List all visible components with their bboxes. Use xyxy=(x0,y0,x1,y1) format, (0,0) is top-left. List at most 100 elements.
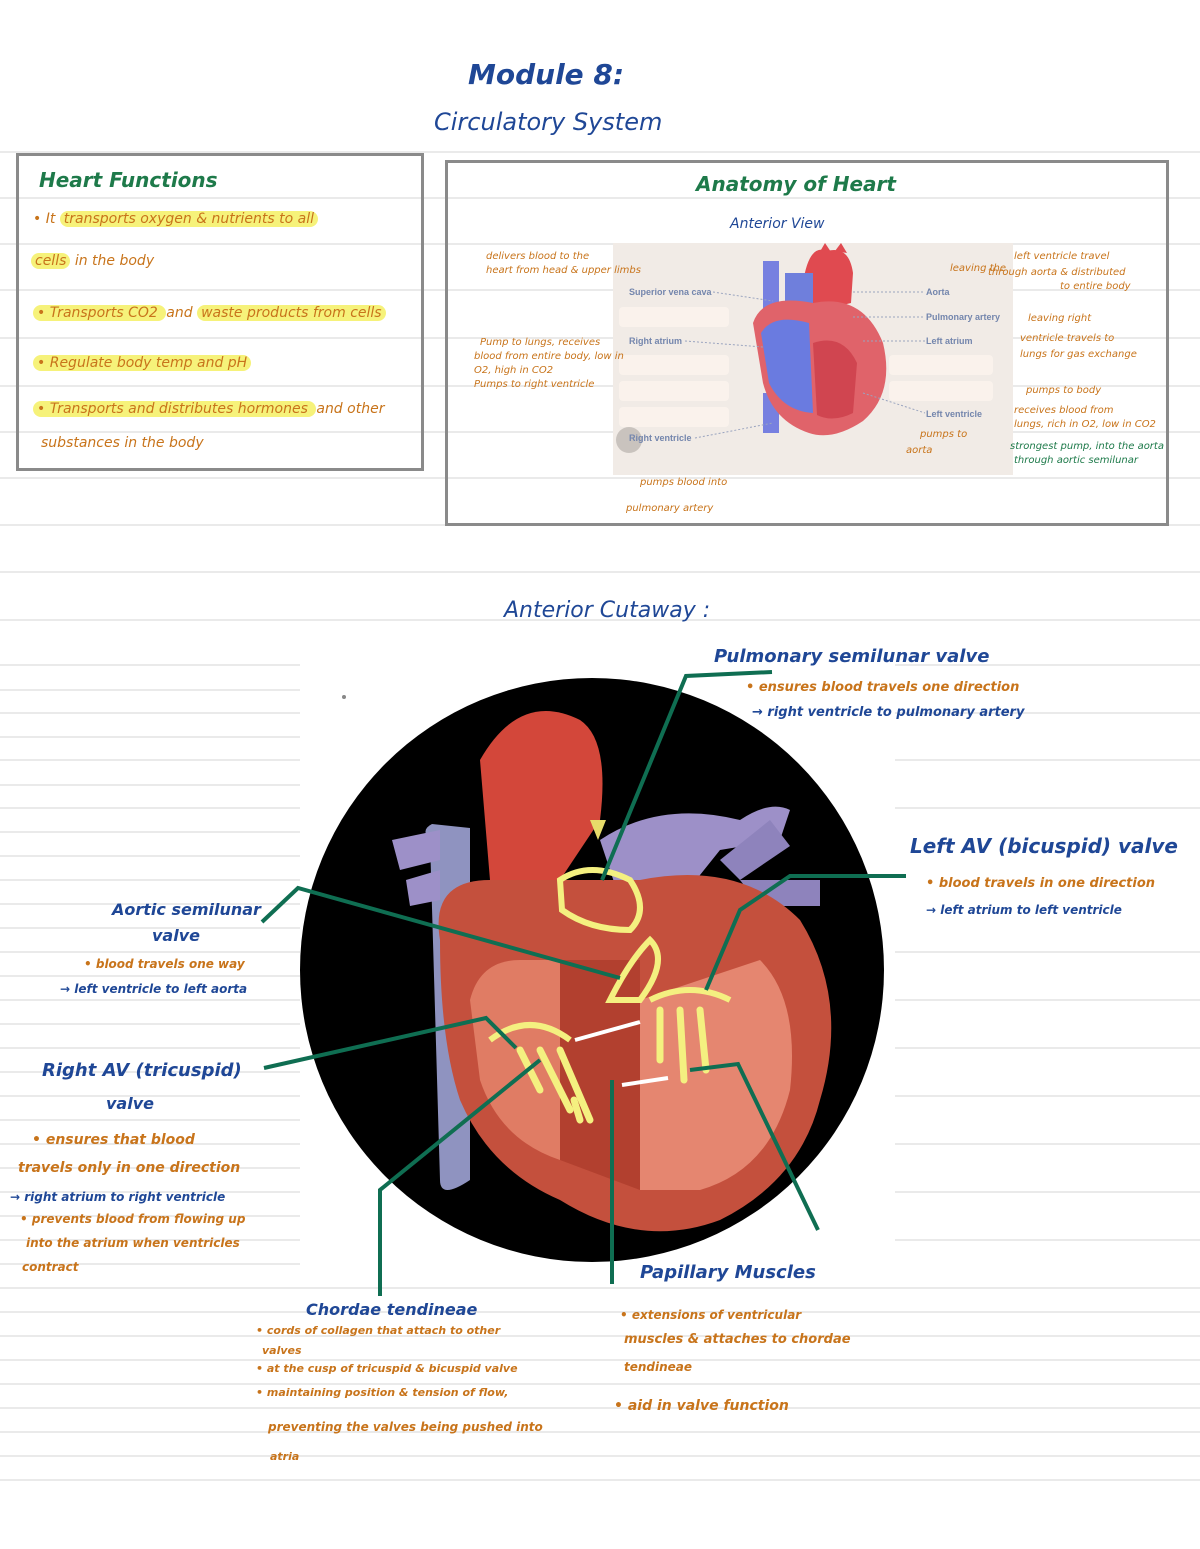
chordae-note-3: • at the cusp of tricuspid & bicuspid va… xyxy=(256,1362,518,1375)
label-blank xyxy=(889,381,993,401)
right-av-valve-title-1: Right AV (tricuspid) xyxy=(42,1060,242,1081)
pa-note-3: lungs for gas exchange xyxy=(1020,349,1137,360)
rv-note-2: pulmonary artery xyxy=(626,503,714,514)
function-item-2-text: Transports CO2 xyxy=(49,305,158,321)
heart-functions-box: Heart Functions • It transports oxygen &… xyxy=(16,153,424,471)
function-item-4-text: Transports and distributes hormones xyxy=(49,401,308,417)
cutaway-heading: Anterior Cutaway : xyxy=(504,598,711,623)
papillary-note-3: tendineae xyxy=(624,1360,693,1374)
aortic-valve-title-2: valve xyxy=(152,926,200,945)
label-aorta: Aorta xyxy=(926,287,950,297)
lv-note-4: through aortic semilunar xyxy=(1014,455,1138,466)
pa-note-1: leaving right xyxy=(1028,313,1092,324)
lv-note-1: pumps to xyxy=(920,429,968,440)
label-blank xyxy=(619,381,729,401)
right-av-valve-note-1: • ensures that blood xyxy=(32,1132,195,1148)
bullet: • xyxy=(37,355,46,371)
heart-functions-heading: Heart Functions xyxy=(39,168,218,192)
aorta-note-2: left ventricle travel xyxy=(1014,251,1110,262)
chordae-note-5: preventing the valves being pushed into xyxy=(268,1420,543,1434)
function-item-2-mid: and xyxy=(166,305,193,321)
right-av-valve-note-5: into the atrium when ventricles xyxy=(26,1236,240,1250)
chordae-title: Chordae tendineae xyxy=(306,1300,478,1319)
aorta-note-1: leaving the xyxy=(950,263,1007,274)
lv-note-2: aorta xyxy=(906,445,933,456)
label-right-ventricle: Right ventricle xyxy=(629,433,692,443)
aorta-note-3: through aorta & distributed xyxy=(988,267,1126,278)
svc-note-1: delivers blood to the xyxy=(486,251,590,262)
function-item-2-highlight2: waste products from cells xyxy=(197,305,386,321)
label-left-atrium: Left atrium xyxy=(926,336,973,346)
function-item-2-highlight: • Transports CO2 xyxy=(33,305,167,321)
label-blank xyxy=(619,355,729,375)
chordae-note-6: atria xyxy=(270,1450,300,1463)
bullet: • xyxy=(37,401,46,417)
papillary-note-2: muscles & attaches to chordae xyxy=(624,1332,851,1347)
ra-note-2: blood from entire body, low in xyxy=(474,351,624,362)
anterior-view-panel: Superior vena cava Right atrium Right ve… xyxy=(613,243,1013,475)
anatomy-subheading: Anterior View xyxy=(730,216,825,232)
label-superior-vena-cava: Superior vena cava xyxy=(629,287,712,297)
pulmonary-valve-title: Pulmonary semilunar valve xyxy=(714,646,990,667)
chordae-note-2: valves xyxy=(262,1344,302,1357)
bullet: • xyxy=(33,211,42,227)
label-left-ventricle: Left ventricle xyxy=(926,409,983,419)
aortic-valve-note-1: • blood travels one way xyxy=(84,957,245,971)
la-note-2: receives blood from xyxy=(1014,405,1114,416)
function-item-3-text: Regulate body temp and pH xyxy=(49,355,248,371)
left-av-valve-note-2: → left atrium to left ventricle xyxy=(926,903,1122,917)
anterior-heart-illustration xyxy=(616,243,926,453)
papillary-note-4: • aid in valve function xyxy=(614,1398,789,1414)
svc-note-2: heart from head & upper limbs xyxy=(486,265,641,276)
ra-note-3: O2, high in CO2 xyxy=(474,365,554,376)
function-item-4-tail: and other xyxy=(316,401,385,417)
label-blank xyxy=(619,307,729,327)
anatomy-heading: Anatomy of Heart xyxy=(696,172,896,196)
pulmonary-valve-note-2: → right ventricle to pulmonary artery xyxy=(752,705,1025,720)
right-av-valve-note-4: • prevents blood from flowing up xyxy=(20,1212,246,1226)
pa-note-2: ventricle travels to xyxy=(1020,333,1115,344)
ra-note-4: Pumps to right ventricle xyxy=(474,379,595,390)
function-item-3-highlight: • Regulate body temp and pH xyxy=(33,355,252,371)
left-av-valve-note-1: • blood travels in one direction xyxy=(926,876,1156,891)
ra-note-1: Pump to lungs, receives xyxy=(480,337,601,348)
label-pulmonary-artery: Pulmonary artery xyxy=(926,312,1001,322)
right-av-valve-note-3: → right atrium to right ventricle xyxy=(10,1190,226,1204)
function-item-1-lead: It xyxy=(45,211,56,227)
function-item-4: • Transports and distributes hormones an… xyxy=(33,398,384,420)
function-item-1-cont-highlight: cells xyxy=(31,253,71,269)
bullet: • xyxy=(37,305,46,321)
label-right-atrium: Right atrium xyxy=(629,336,682,346)
function-item-4-cont: substances in the body xyxy=(41,435,204,451)
left-av-valve-title: Left AV (bicuspid) valve xyxy=(910,834,1178,858)
page-subtitle: Circulatory System xyxy=(434,108,663,136)
aortic-valve-note-2: → left ventricle to left aorta xyxy=(60,982,248,996)
function-item-1-cont-text: in the body xyxy=(74,253,155,269)
function-item-2: • Transports CO2 and waste products from… xyxy=(33,302,386,324)
rv-note-1: pumps blood into xyxy=(640,477,728,488)
page-title: Module 8: xyxy=(468,58,625,91)
papillary-note-1: • extensions of ventricular xyxy=(620,1308,802,1322)
function-item-3: • Regulate body temp and pH xyxy=(33,352,252,374)
right-av-valve-title-2: valve xyxy=(106,1094,154,1113)
right-av-valve-note-2: travels only in one direction xyxy=(18,1160,241,1176)
function-item-1-highlight: transports oxygen & nutrients to all xyxy=(59,211,319,227)
aorta-note-4: to entire body xyxy=(1060,281,1131,292)
function-item-1-cont: cells in the body xyxy=(31,250,154,272)
function-item-4-highlight: • Transports and distributes hormones xyxy=(33,401,317,417)
la-note-3: lungs, rich in O2, low in CO2 xyxy=(1014,419,1156,430)
function-item-1: • It transports oxygen & nutrients to al… xyxy=(33,208,319,230)
chordae-note-4: • maintaining position & tension of flow… xyxy=(256,1386,509,1399)
label-blank xyxy=(889,355,993,375)
aortic-valve-title-1: Aortic semilunar xyxy=(112,900,261,919)
label-blank xyxy=(619,407,729,427)
chordae-note-1: • cords of collagen that attach to other xyxy=(256,1324,501,1337)
papillary-title: Papillary Muscles xyxy=(640,1262,816,1283)
la-note-1: pumps to body xyxy=(1026,385,1102,396)
lv-note-3: strongest pump, into the aorta xyxy=(1010,441,1164,452)
anatomy-box xyxy=(445,160,1169,526)
pulmonary-valve-note-1: • ensures blood travels one direction xyxy=(746,680,1020,695)
right-av-valve-note-6: contract xyxy=(22,1260,79,1274)
